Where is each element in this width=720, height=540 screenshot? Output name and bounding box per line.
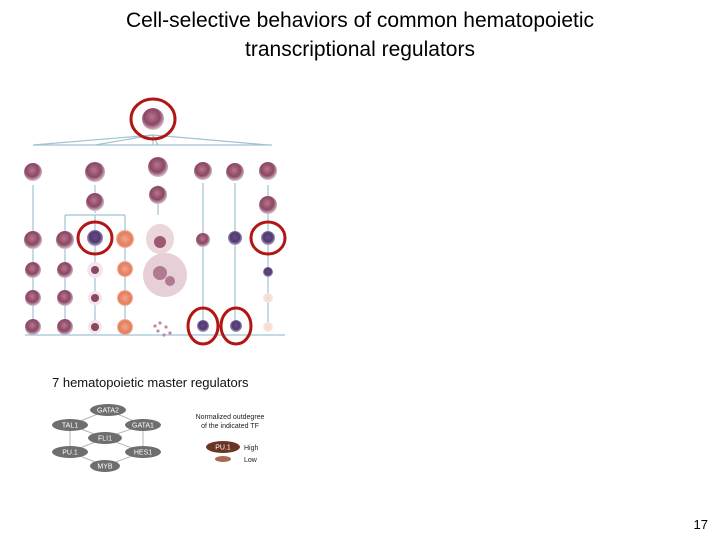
legend-high-swatch: [206, 441, 240, 453]
node-gata1-label: GATA1: [132, 423, 154, 430]
node-gata2: GATA2: [90, 404, 126, 416]
outdegree-legend: Normalized outdegree of the indicated TF…: [196, 414, 265, 464]
node-myb: MYB: [90, 460, 120, 472]
legend-title-line-2: of the indicated TF: [201, 423, 259, 430]
node-hes1-label: HES1: [134, 450, 152, 457]
node-pu1: PU.1: [52, 446, 88, 458]
late-stage-cells: [25, 253, 273, 306]
title-line-1: Cell-selective behaviors of common hemat…: [125, 9, 595, 32]
node-tal1-label: TAL1: [62, 423, 78, 430]
node-fli1: FLI1: [88, 432, 122, 444]
regulator-network: GATA2 TAL1 GATA1 FLI1 PU.1 HES1 MYB Norm…: [52, 404, 265, 472]
page-number: 17: [693, 517, 708, 532]
slide-title: Cell-selective behaviors of common hemat…: [0, 6, 720, 64]
node-gata1: GATA1: [125, 419, 161, 431]
legend-high-label: High: [244, 445, 259, 452]
title-line-2: transcriptional regulators: [245, 38, 475, 61]
node-myb-label: MYB: [97, 464, 113, 471]
legend-low-label: Low: [244, 457, 258, 464]
node-pu1-label: PU.1: [62, 450, 78, 457]
progenitor-row: [24, 157, 277, 214]
node-fli1-label: FLI1: [98, 436, 112, 443]
legend-high-node: PU.1: [215, 445, 231, 452]
terminal-cells: [25, 306, 273, 346]
legend-title-line-1: Normalized outdegree: [196, 414, 265, 421]
hematopoiesis-tree: [24, 97, 287, 346]
differentiating-row: [24, 220, 287, 256]
stem-cell: [129, 97, 177, 141]
node-gata2-label: GATA2: [97, 408, 119, 415]
legend-low-swatch: [215, 456, 231, 462]
node-tal1: TAL1: [52, 419, 88, 431]
node-hes1: HES1: [125, 446, 161, 458]
network-heading: 7 hematopoietic master regulators: [52, 375, 249, 390]
